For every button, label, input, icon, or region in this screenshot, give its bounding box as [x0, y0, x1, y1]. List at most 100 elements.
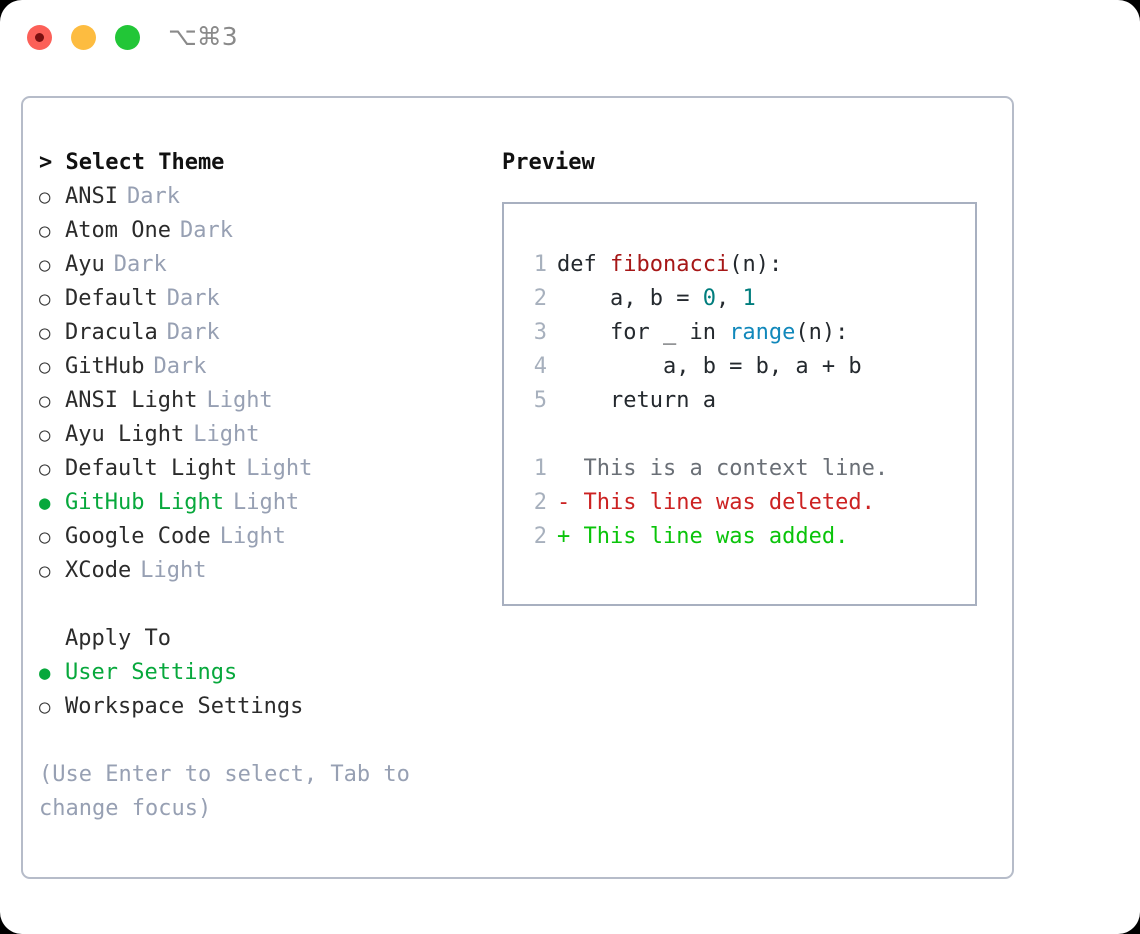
theme-option-github-light[interactable]: ● GitHub Light Light: [39, 486, 489, 520]
diff-text: This is a context line.: [583, 456, 889, 481]
code-line: 4 a, b = b, a + b: [521, 350, 975, 384]
diff-sample: 1 This is a context line. 2- This line wa…: [521, 452, 975, 554]
theme-option-label: XCode: [65, 558, 132, 583]
theme-option-variant: Dark: [153, 354, 207, 379]
code-token-plain: (n):: [729, 252, 783, 277]
diff-line-context: 1 This is a context line.: [521, 452, 975, 486]
keyboard-shortcut-label: ⌥⌘3: [168, 22, 238, 51]
theme-option-github[interactable]: ○ GitHub Dark: [39, 350, 489, 384]
code-line: 2 a, b = 0, 1: [521, 282, 975, 316]
theme-option-ayu-light[interactable]: ○ Ayu Light Light: [39, 418, 489, 452]
line-number: 5: [533, 388, 547, 413]
code-token-plain: ,: [715, 286, 743, 311]
radio-unselected-icon: ○: [39, 356, 51, 378]
theme-option-label: Dracula: [65, 320, 158, 345]
title-bar: ⌥⌘3: [0, 0, 1140, 78]
theme-option-label: ANSI: [65, 184, 118, 209]
line-number: 2: [533, 524, 547, 549]
theme-option-ansi[interactable]: ○ ANSI Dark: [39, 180, 489, 214]
code-token-plain: (n):: [795, 320, 849, 345]
minimize-window-button[interactable]: [71, 25, 96, 50]
radio-selected-icon: ●: [39, 492, 51, 514]
theme-option-dracula[interactable]: ○ Dracula Dark: [39, 316, 489, 350]
code-token-plain: return a: [557, 388, 716, 413]
theme-option-variant: Dark: [179, 218, 233, 243]
code-line: 3 for _ in range(n):: [521, 316, 975, 350]
radio-unselected-icon: ○: [39, 288, 51, 310]
apply-to-option-workspace-settings[interactable]: ○ Workspace Settings: [39, 690, 489, 724]
theme-picker-heading: > Select Theme: [39, 150, 225, 175]
code-token-call: range: [729, 320, 796, 345]
radio-unselected-icon: ○: [39, 186, 51, 208]
code-token-num: 0: [702, 286, 716, 311]
theme-option-variant: Dark: [166, 320, 220, 345]
diff-line-added: 2 + This line was added.: [521, 520, 975, 554]
theme-option-variant: Light: [232, 490, 300, 515]
theme-option-variant: Dark: [166, 286, 220, 311]
radio-unselected-icon: ○: [39, 560, 51, 582]
theme-option-default[interactable]: ○ Default Dark: [39, 282, 489, 316]
code-token-plain: for _ in: [557, 320, 730, 345]
window-controls: [27, 25, 140, 50]
apply-to-option-label: Workspace Settings: [65, 694, 304, 719]
code-diff-spacer: [521, 418, 975, 452]
apply-to-heading: Apply To: [65, 626, 171, 651]
theme-option-variant: Dark: [126, 184, 180, 209]
maximize-window-button[interactable]: [115, 25, 140, 50]
theme-option-label: Google Code: [65, 524, 211, 549]
radio-unselected-icon: ○: [39, 458, 51, 480]
diff-marker: +: [557, 524, 584, 549]
diff-text: This line was added.: [583, 524, 849, 549]
theme-option-variant: Light: [140, 558, 207, 583]
diff-text: This line was deleted.: [583, 490, 875, 515]
radio-unselected-icon: ○: [39, 696, 51, 718]
code-token-fn: fibonacci: [609, 252, 730, 277]
radio-unselected-icon: ○: [39, 390, 51, 412]
code-token-plain: a, b =: [557, 286, 703, 311]
diff-marker: -: [557, 490, 584, 515]
code-token-plain: a, b = b, a + b: [557, 354, 862, 379]
theme-option-xcode[interactable]: ○ XCode Light: [39, 554, 489, 588]
code-token-plain: def: [557, 252, 610, 277]
apply-to-option-user-settings[interactable]: ●User Settings: [39, 656, 489, 690]
radio-unselected-icon: ○: [39, 254, 51, 276]
diff-marker: [557, 456, 584, 481]
theme-option-label: Ayu Light: [65, 422, 185, 447]
theme-option-label: GitHub: [65, 354, 145, 379]
line-number: 2: [533, 286, 547, 311]
theme-option-variant: Light: [193, 422, 260, 447]
apply-to-list: ●User Settings ○ Workspace Settings: [39, 656, 489, 724]
theme-option-variant: Light: [206, 388, 273, 413]
radio-unselected-icon: ○: [39, 424, 51, 446]
apply-to-option-label: User Settings: [65, 660, 238, 685]
theme-option-label: GitHub Light: [65, 490, 224, 515]
close-window-button[interactable]: [27, 25, 52, 50]
radio-unselected-icon: ○: [39, 322, 51, 344]
keyboard-hint-text: (Use Enter to select, Tab to change focu…: [39, 762, 424, 821]
line-number: 2: [533, 490, 547, 515]
preview-title: Preview: [502, 150, 595, 175]
code-token-num: 1: [742, 286, 756, 311]
line-number: 3: [533, 320, 547, 345]
section-spacer: [39, 588, 489, 622]
theme-option-label: Default: [65, 286, 158, 311]
radio-unselected-icon: ○: [39, 220, 51, 242]
line-number: 4: [533, 354, 547, 379]
code-line: 5 return a: [521, 384, 975, 418]
theme-option-variant: Light: [219, 524, 286, 549]
theme-option-variant: Dark: [113, 252, 167, 277]
theme-option-variant: Light: [246, 456, 313, 481]
